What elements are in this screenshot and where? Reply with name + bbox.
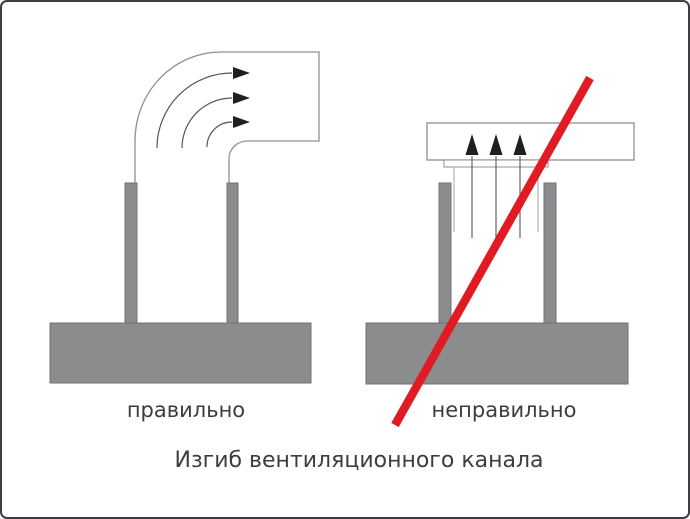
duct-bend-outline — [134, 51, 320, 184]
airflow-arc — [156, 72, 233, 149]
duct-wall — [438, 182, 452, 324]
up-arrow-icon — [513, 134, 527, 155]
masonry-base — [365, 322, 629, 385]
duct-wall — [124, 182, 138, 324]
correct-panel-diagram — [49, 51, 320, 384]
figure-caption: Изгиб вентиляционного канала — [174, 448, 544, 473]
airflow-arc — [206, 121, 233, 148]
left-panel-label: правильно — [126, 398, 246, 422]
prohibition-line-icon — [391, 75, 594, 428]
right-arrow-icon — [233, 116, 250, 128]
up-arrow-icon — [489, 134, 503, 155]
airflow-arc — [181, 97, 233, 149]
incorrect-panel-diagram — [365, 75, 635, 428]
right-arrow-icon — [233, 67, 250, 79]
right-panel-label: неправильно — [431, 398, 577, 422]
vent-box-outline — [426, 122, 635, 161]
up-arrow-icon — [465, 134, 479, 155]
duct-wall — [543, 182, 557, 324]
masonry-base — [49, 322, 312, 384]
duct-wall — [226, 182, 239, 324]
right-arrow-icon — [233, 92, 250, 104]
